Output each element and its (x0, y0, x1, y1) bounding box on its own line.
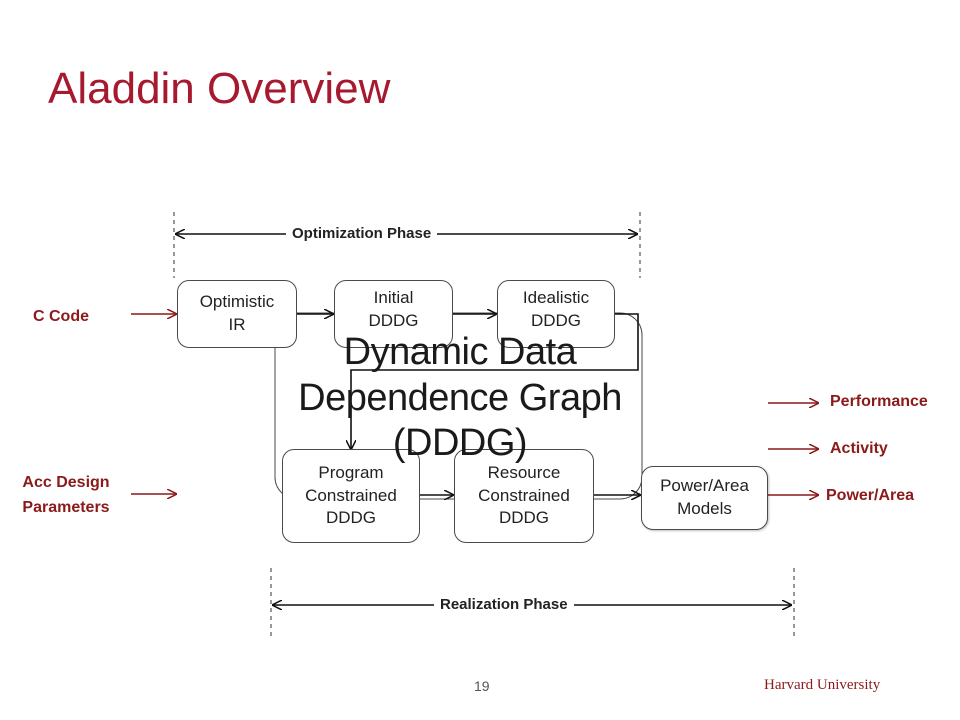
optimistic-ir-line1: Optimistic (199, 292, 275, 312)
program-constrained-line3: DDDG (325, 508, 377, 528)
footer-university: Harvard University (764, 677, 881, 693)
acc-design-line1: Acc Design (22, 474, 110, 491)
dddg-label-line1: Dynamic Data (343, 331, 577, 373)
resource-constrained-box: Resource Constrained DDDG (454, 449, 594, 543)
resource-constrained-line1: Resource (487, 462, 561, 482)
program-constrained-box: Program Constrained DDDG (282, 449, 420, 543)
optimistic-ir-line2: IR (228, 315, 246, 334)
c-code-label: C Code (33, 308, 89, 325)
dddg-label: Dynamic Data Dependence Graph (DDDG) (265, 330, 655, 467)
activity-label: Activity (830, 440, 888, 457)
dddg-label-line2: Dependence Graph (298, 376, 622, 419)
acc-design-line2: Parameters (22, 498, 110, 516)
dddg-label-line3: (DDDG) (392, 422, 528, 465)
arrow-idealistic-to-program (351, 313, 639, 449)
resource-constrained-line3: DDDG (498, 508, 550, 528)
realization-phase-label: Realization Phase (434, 596, 574, 613)
initial-dddg-line1: Initial (373, 288, 414, 307)
performance-label: Performance (830, 393, 928, 410)
power-area-label: Power/Area (826, 487, 915, 504)
idealistic-dddg-box: Idealistic DDDG (497, 280, 615, 348)
resource-constrained-line2: Constrained (478, 485, 570, 505)
idealistic-dddg-line2: DDDG (530, 310, 582, 330)
program-constrained-line2: Constrained (305, 485, 397, 505)
initial-dddg-box: Initial DDDG (334, 280, 453, 348)
idealistic-dddg-line1: Idealistic (522, 288, 590, 307)
power-area-models-box: Power/Area Models (641, 466, 768, 530)
acc-design-label: Acc Design Parameters (14, 471, 118, 521)
power-area-models-line1: Power/Area (660, 476, 749, 496)
optimistic-ir-box: Optimistic IR (177, 280, 297, 348)
optimization-phase-label: Optimization Phase (286, 225, 438, 242)
initial-dddg-line2: DDDG (368, 310, 419, 330)
page-number: 19 (474, 678, 490, 694)
slide-title: Aladdin Overview (48, 64, 391, 113)
program-constrained-line1: Program (318, 462, 384, 482)
power-area-models-line2: Models (677, 499, 732, 518)
